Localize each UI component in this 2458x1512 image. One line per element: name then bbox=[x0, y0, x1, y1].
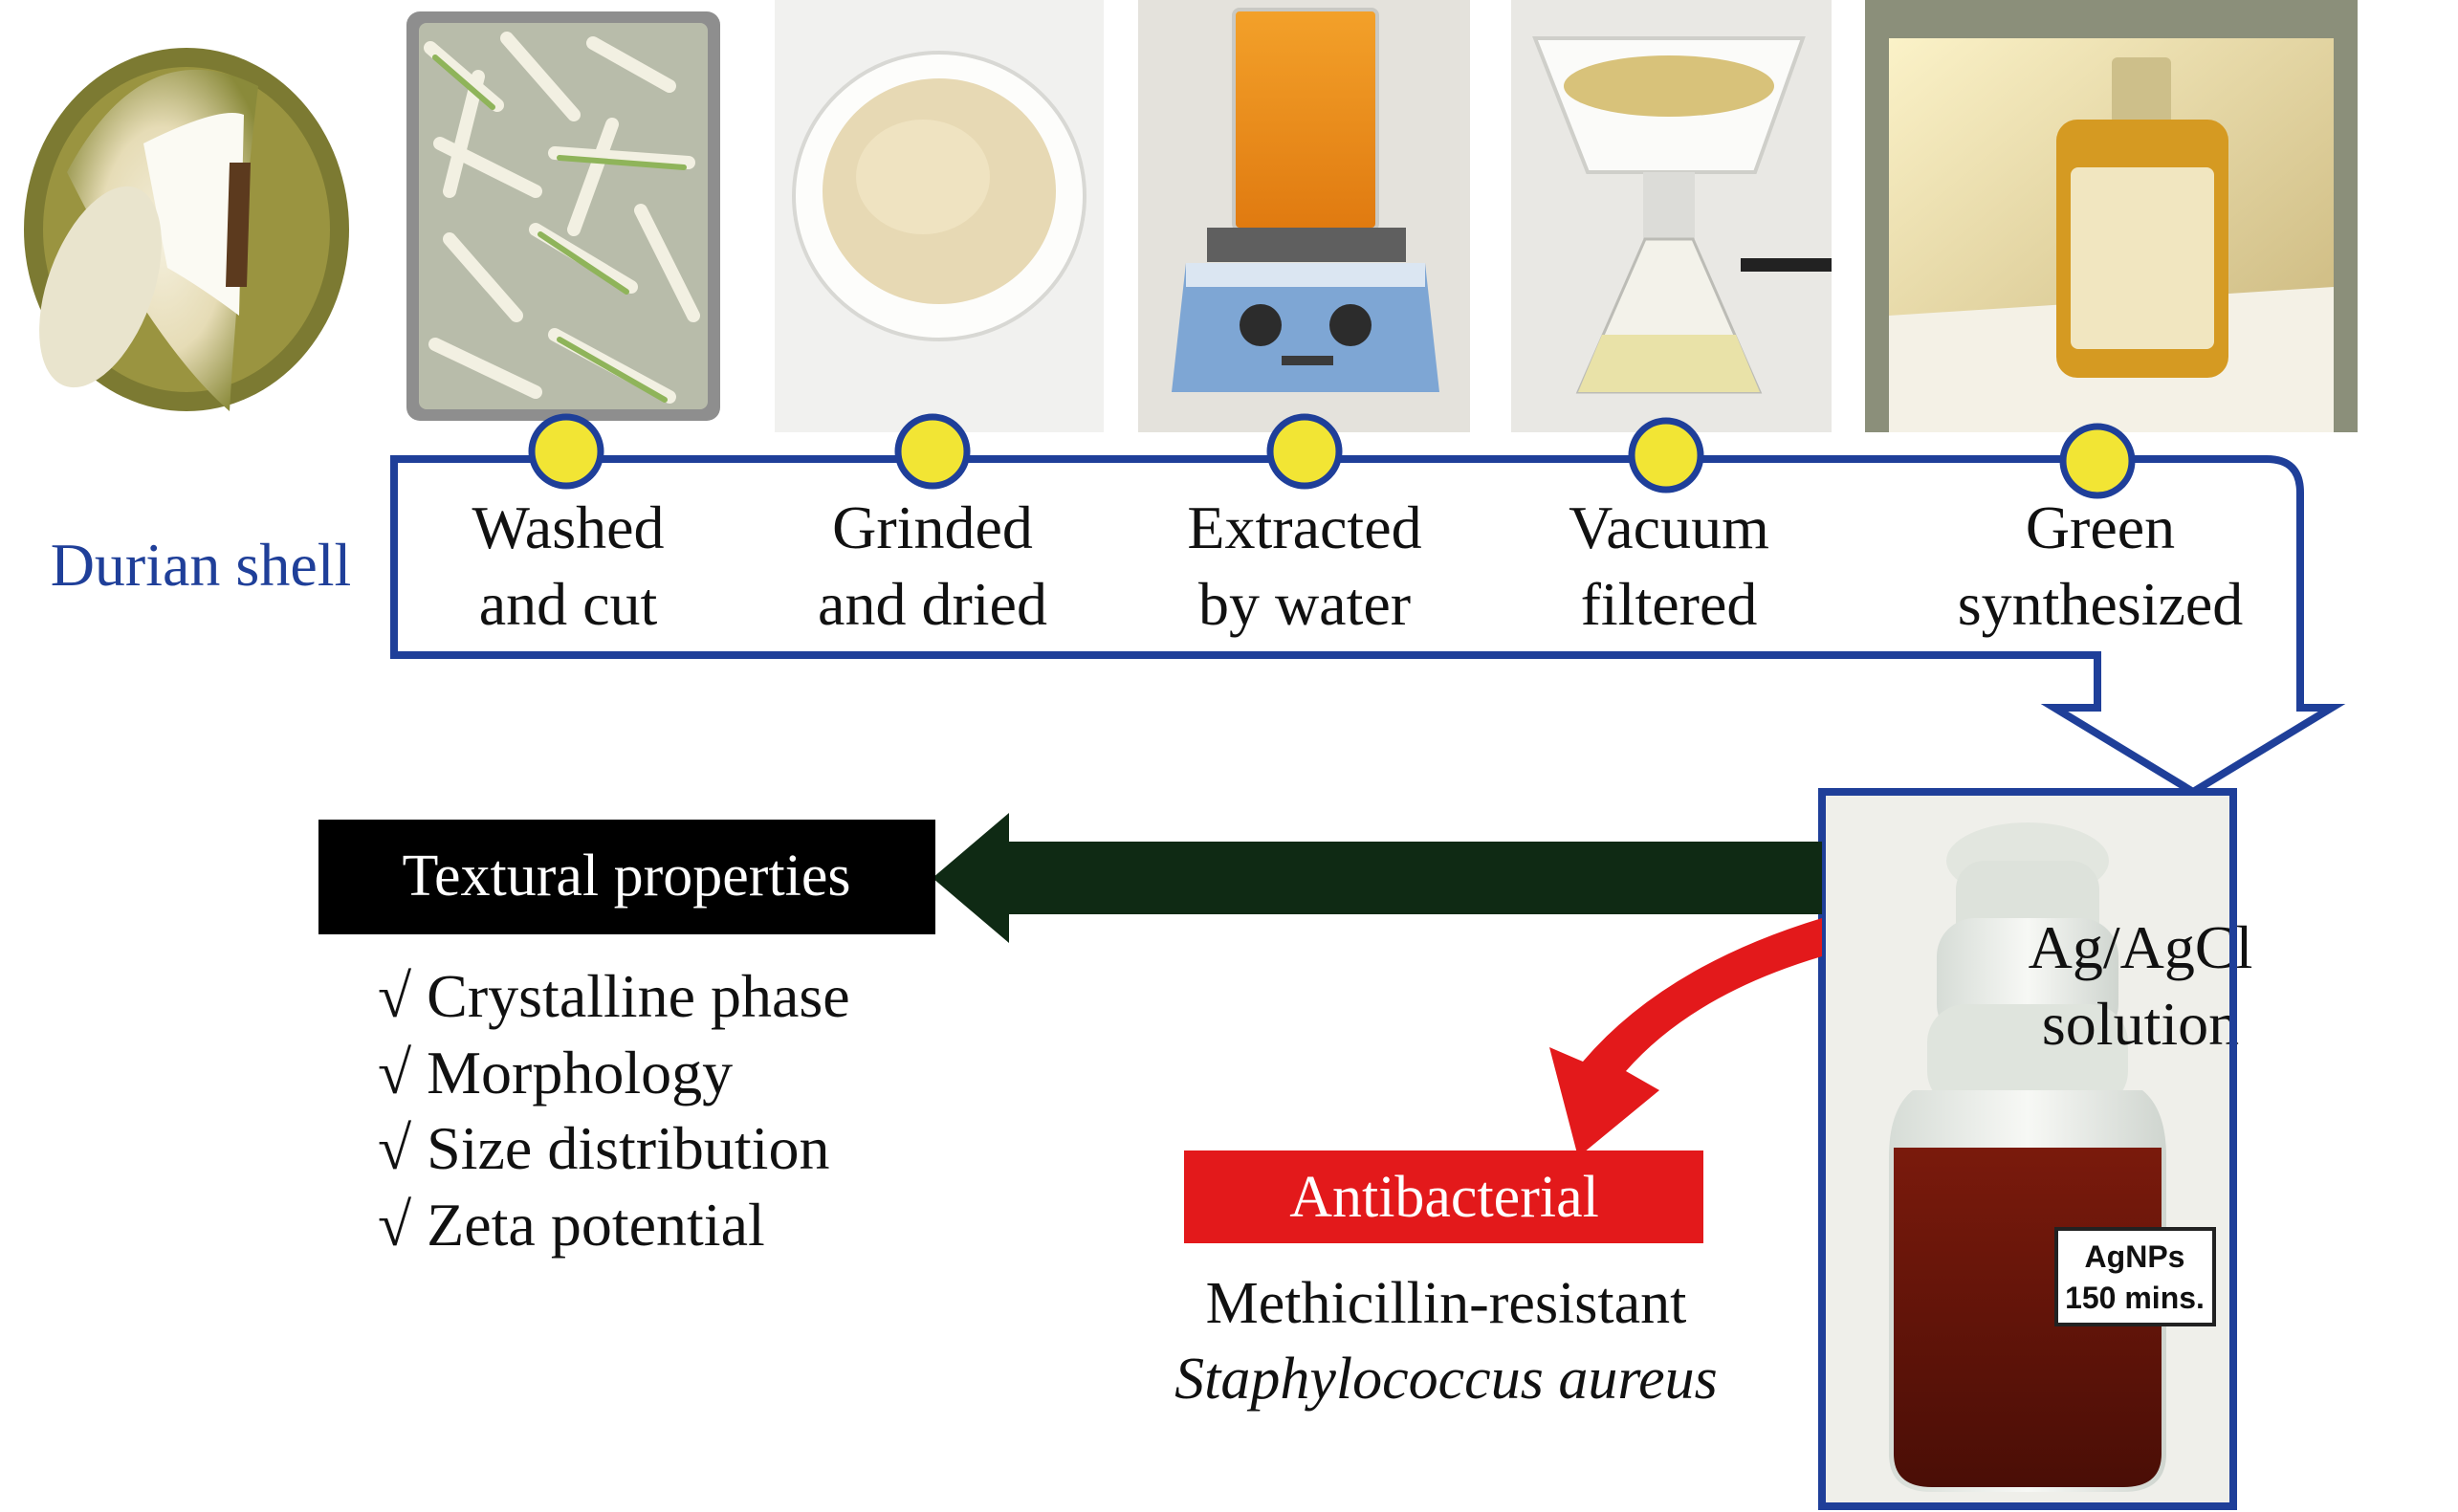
step-3-line-1: Extracted bbox=[1187, 493, 1421, 561]
antibacterial-title-box bbox=[1184, 1150, 1703, 1243]
antibacterial-line-1: Methicillin-resistant bbox=[1206, 1271, 1687, 1336]
vacuum-filter-photo bbox=[1511, 0, 1832, 432]
start-label: Durian shell bbox=[51, 531, 352, 599]
step-node-2 bbox=[894, 413, 971, 490]
textural-title: Textural properties bbox=[402, 844, 850, 909]
step-node-1 bbox=[528, 413, 604, 490]
product-line-1: Ag/AgCl bbox=[2029, 913, 2253, 981]
grinded-dried-photo bbox=[775, 0, 1104, 432]
step-node-3 bbox=[1266, 413, 1343, 490]
step-2-line-2: and dried bbox=[818, 570, 1047, 638]
textural-title-box bbox=[318, 820, 935, 934]
step-5-line-2: synthesized bbox=[1958, 570, 2244, 638]
arrow-to-antibacterial bbox=[1549, 918, 1822, 1157]
extraction-photo bbox=[1138, 0, 1470, 432]
textural-item-1: √ Crystalline phase bbox=[378, 962, 850, 1030]
antibacterial-title: Antibacterial bbox=[1289, 1165, 1599, 1230]
step-node-5 bbox=[2059, 423, 2136, 499]
step-5-line-1: Green bbox=[2026, 493, 2175, 561]
product-box: AgNPs 150 mins. Ag/AgCl solution bbox=[1818, 788, 2253, 1510]
jar-label-line-2: 150 mins. bbox=[2065, 1281, 2205, 1315]
textural-item-3: √ Size distribution bbox=[378, 1114, 829, 1182]
step-1-line-1: Washed bbox=[472, 493, 665, 561]
step-node-4 bbox=[1628, 417, 1704, 493]
product-line-2: solution bbox=[2042, 990, 2239, 1058]
flow-outline bbox=[390, 455, 2346, 797]
antibacterial-line-2: Staphylococcus aureus bbox=[1174, 1347, 1718, 1412]
textural-item-2: √ Morphology bbox=[378, 1039, 733, 1107]
step-2-line-1: Grinded bbox=[832, 493, 1033, 561]
durian-shell-photo bbox=[0, 0, 362, 430]
washed-cut-photo bbox=[390, 0, 736, 432]
step-4-line-1: Vacuum bbox=[1569, 493, 1769, 561]
step-1-line-2: and cut bbox=[479, 570, 658, 638]
jar-label-line-1: AgNPs bbox=[2085, 1239, 2185, 1274]
green-synthesis-photo bbox=[1865, 0, 2358, 432]
step-3-line-2: by water bbox=[1198, 570, 1411, 638]
arrow-to-textural bbox=[933, 813, 1822, 943]
textural-item-4: √ Zeta potential bbox=[378, 1191, 765, 1259]
step-4-line-2: filtered bbox=[1581, 570, 1758, 638]
